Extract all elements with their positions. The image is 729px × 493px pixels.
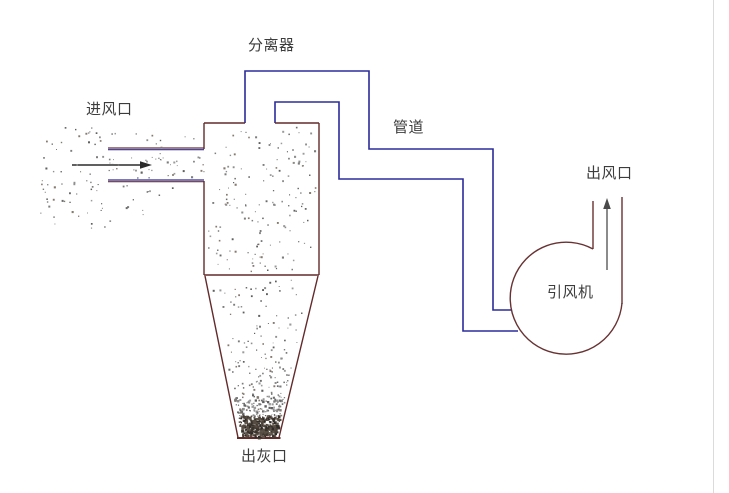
label-ash-outlet: 出灰口 — [241, 447, 288, 465]
pipe-inner-wall — [274, 101, 518, 332]
fan-circle — [509, 241, 623, 355]
label-separator: 分离器 — [248, 36, 295, 54]
inlet-flow-arrow-head — [140, 161, 152, 169]
outlet-flow-arrow-head — [603, 198, 611, 209]
flow-arrows — [72, 161, 611, 270]
label-air-inlet: 进风口 — [86, 100, 133, 118]
fan — [509, 197, 623, 355]
pipe-outer-wall — [244, 70, 511, 311]
dust-particles-group — [40, 126, 317, 440]
pipe-lines — [108, 70, 518, 332]
separator-box-outline — [203, 122, 320, 276]
label-pipe: 管道 — [393, 118, 425, 136]
label-air-outlet: 出风口 — [586, 164, 633, 182]
label-induced-draft-fan: 引风机 — [547, 283, 594, 301]
cyclone-cone — [204, 275, 319, 438]
fan-outlet-duct — [592, 197, 623, 304]
